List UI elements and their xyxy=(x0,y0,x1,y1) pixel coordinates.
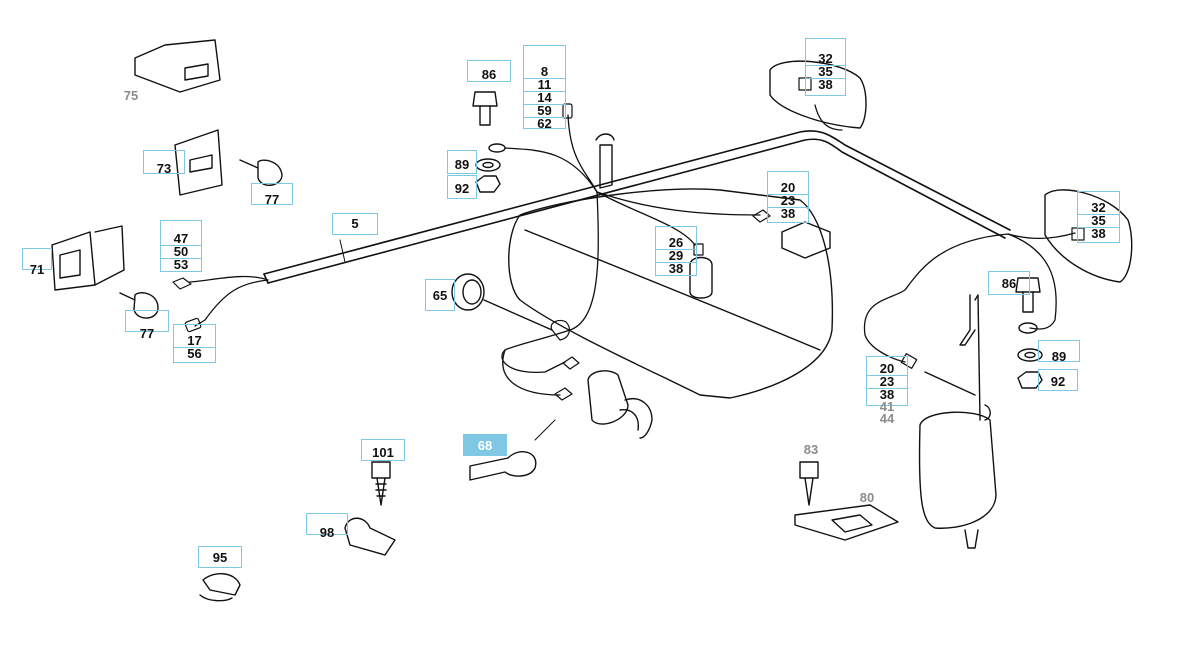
screw-83 xyxy=(799,461,819,506)
reservoir xyxy=(918,294,997,549)
stack-row[interactable]: 20 xyxy=(780,180,796,195)
clip-98 xyxy=(344,517,396,556)
bracket-71 xyxy=(51,225,125,291)
stack-row[interactable]: 20 xyxy=(879,361,895,376)
fuel-tank xyxy=(508,133,834,399)
stack-row[interactable]: 38 xyxy=(1078,227,1119,240)
callout-92-left[interactable]: 92 xyxy=(447,175,477,199)
callout-77-lower[interactable]: 77 xyxy=(125,310,169,341)
panel-32-top xyxy=(769,60,867,129)
bracket-80 xyxy=(794,504,899,541)
stack-row[interactable]: 38 xyxy=(768,207,808,220)
callout-86-right[interactable]: 86 xyxy=(988,271,1030,295)
stack-row[interactable]: 47 xyxy=(173,231,189,246)
clip-95 xyxy=(199,573,241,602)
callout-92-right[interactable]: 92 xyxy=(1038,369,1078,391)
stack-row[interactable]: 38 xyxy=(806,78,845,91)
callout-stack-top-center: 8 11 14 59 62 xyxy=(523,45,566,130)
callout-71[interactable]: 71 xyxy=(22,248,52,277)
callout-98[interactable]: 98 xyxy=(306,513,348,540)
screw-101 xyxy=(371,461,391,506)
callout-stack-lower-right: 20 23 38 41 44 xyxy=(866,356,908,425)
stack-row[interactable]: 35 xyxy=(1078,214,1119,227)
callout-86-left[interactable]: 86 xyxy=(467,60,511,82)
callout-77-upper[interactable]: 77 xyxy=(251,183,293,207)
callout-101[interactable]: 101 xyxy=(361,439,405,461)
callout-stack-left-mid: 47 50 53 xyxy=(160,220,202,272)
callout-stack-left-low: 17 56 xyxy=(173,324,216,363)
grommet-65 xyxy=(451,273,553,331)
stack-row[interactable]: 50 xyxy=(161,245,201,258)
callout-stack-center-right: 20 23 38 xyxy=(767,171,809,223)
callout-stack-top-right: 32 35 38 xyxy=(805,38,846,96)
stack-row[interactable]: 41 xyxy=(879,399,895,414)
main-harness xyxy=(263,130,1011,284)
stack-row[interactable]: 59 xyxy=(524,104,565,117)
stack-row[interactable]: 62 xyxy=(524,117,565,130)
callout-68[interactable]: 68 xyxy=(463,434,507,456)
stack-row[interactable]: 23 xyxy=(867,375,907,388)
washers-nuts xyxy=(475,143,1043,389)
harness-branches xyxy=(189,104,1076,396)
stack-row[interactable]: 17 xyxy=(187,333,202,348)
bolt-86-left xyxy=(472,91,498,126)
stack-row[interactable]: 11 xyxy=(524,78,565,91)
stack-row[interactable]: 32 xyxy=(818,51,833,66)
connectors xyxy=(172,77,1085,401)
callout-65[interactable]: 65 xyxy=(425,279,455,311)
callout-83[interactable]: 83 xyxy=(803,442,819,457)
cap-68 xyxy=(469,419,556,481)
stack-row[interactable]: 14 xyxy=(524,91,565,104)
stack-row[interactable]: 53 xyxy=(161,258,201,271)
callout-80[interactable]: 80 xyxy=(859,490,875,505)
bracket-73 xyxy=(174,129,223,196)
stack-row[interactable]: 38 xyxy=(656,262,696,275)
callout-5[interactable]: 5 xyxy=(332,213,378,235)
callout-89-right[interactable]: 89 xyxy=(1038,340,1080,364)
stack-row[interactable]: 38 xyxy=(867,388,907,401)
stack-row[interactable]: 23 xyxy=(768,194,808,207)
stack-row[interactable]: 8 xyxy=(540,64,549,79)
stack-row[interactable]: 35 xyxy=(806,65,845,78)
stack-row[interactable]: 29 xyxy=(656,249,696,262)
callout-stack-center: 26 29 38 xyxy=(655,226,697,276)
callout-stack-right: 32 35 38 xyxy=(1077,191,1120,243)
stack-row[interactable]: 26 xyxy=(668,235,684,250)
screw-77-lower xyxy=(119,292,159,319)
callout-95[interactable]: 95 xyxy=(198,546,242,568)
bolt-86-right xyxy=(1015,277,1041,313)
fuel-pump xyxy=(587,370,653,439)
stack-row[interactable]: 32 xyxy=(1091,200,1106,215)
stack-row[interactable]: 44 xyxy=(879,411,895,426)
screw-77-upper xyxy=(239,159,283,186)
callout-89-left[interactable]: 89 xyxy=(447,150,477,174)
callout-73[interactable]: 73 xyxy=(143,150,185,176)
stack-row[interactable]: 56 xyxy=(174,347,215,360)
callout-75[interactable]: 75 xyxy=(123,88,139,103)
bracket-75 xyxy=(134,39,221,93)
relay-38-center xyxy=(689,221,831,299)
panel-32-right xyxy=(1044,189,1133,283)
